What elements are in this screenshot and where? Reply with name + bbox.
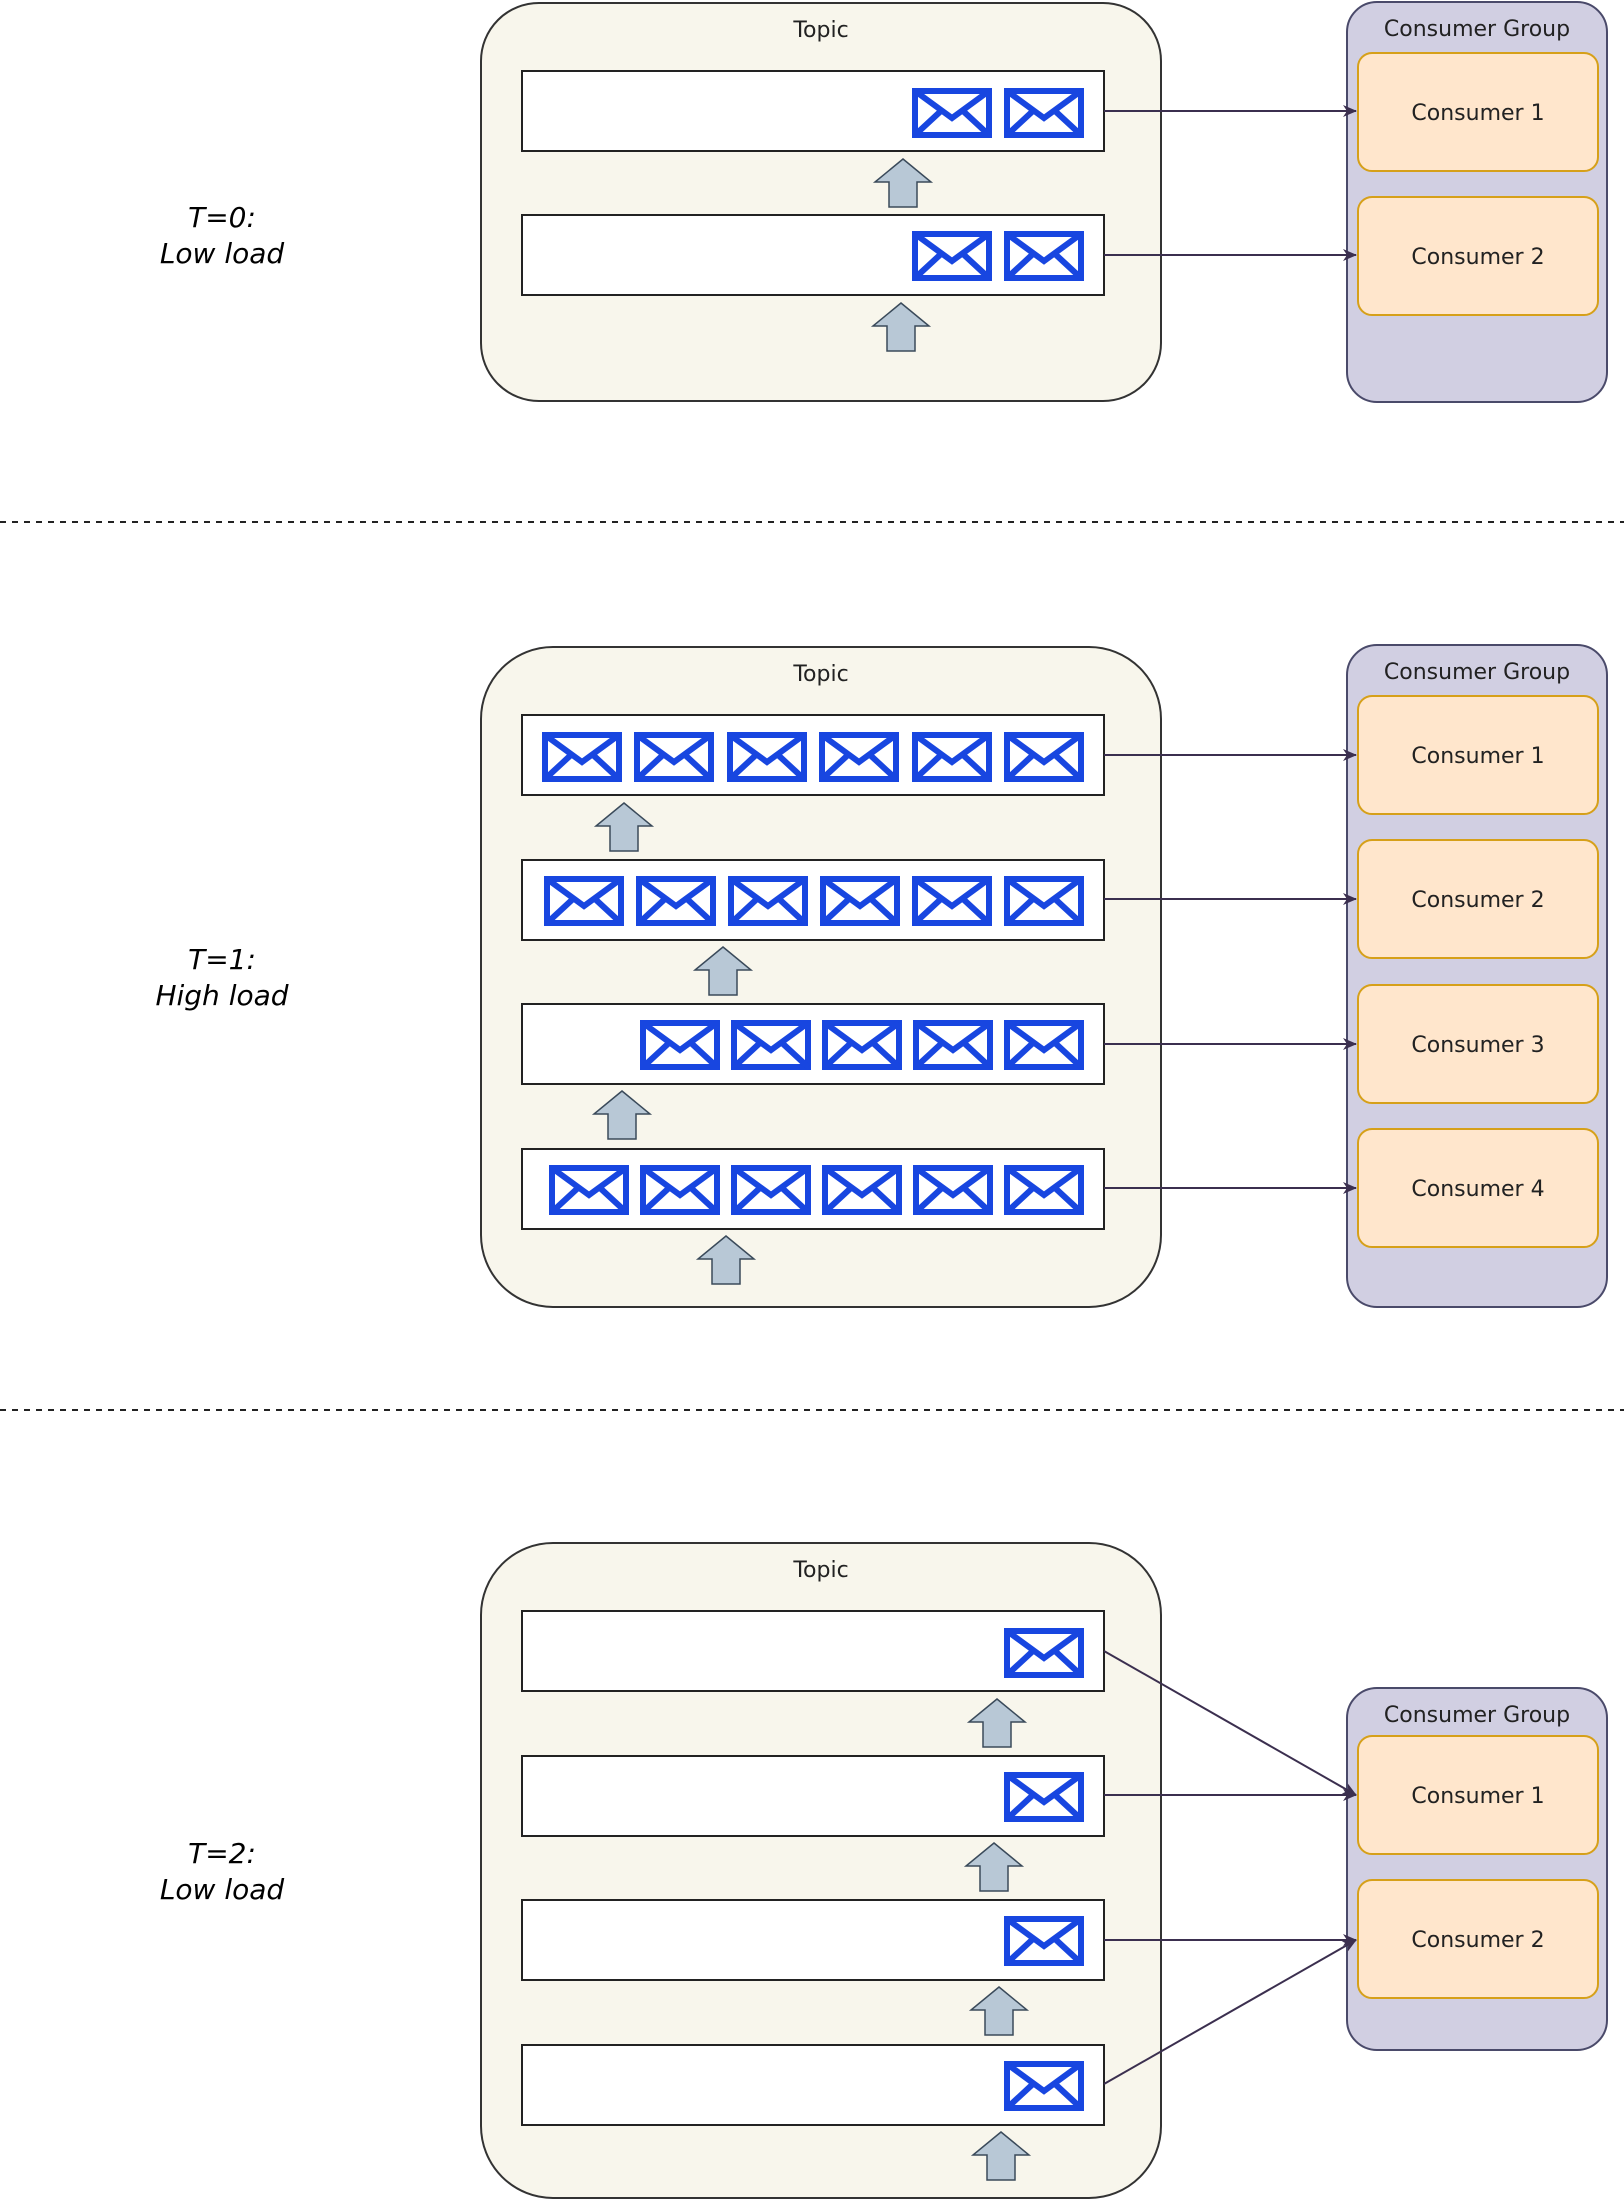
consumer-label: Consumer 2 <box>1411 888 1544 913</box>
consumer-label: Consumer 1 <box>1411 744 1544 769</box>
assignment-arrow <box>1103 1939 1357 2085</box>
consumer-group-title: Consumer Group <box>1384 17 1570 42</box>
envelope-icon <box>915 735 989 779</box>
envelope-icon <box>545 735 619 779</box>
envelope-icon <box>552 1168 626 1212</box>
consumer-box <box>1357 1735 1599 1855</box>
consumer-box <box>1357 196 1599 316</box>
envelope-icon <box>822 735 896 779</box>
up-arrow-icon <box>970 2131 1032 2181</box>
consumer-box <box>1357 839 1599 959</box>
envelope-icon <box>915 234 989 278</box>
topic-box <box>480 2 1162 402</box>
stage-label-t2: T=2: Low load <box>92 1836 352 1908</box>
envelope-icon <box>637 735 711 779</box>
consumer-box <box>1357 1879 1599 1999</box>
envelope-icon <box>731 879 805 923</box>
stage-label-line1: T=1: <box>188 943 256 976</box>
envelope-icon <box>734 1168 808 1212</box>
consumer-group-title: Consumer Group <box>1384 660 1570 685</box>
topic-box <box>480 646 1162 1308</box>
envelope-icon <box>916 1023 990 1067</box>
envelope-icon <box>915 879 989 923</box>
stage-label-t1: T=1: High load <box>92 942 352 1014</box>
up-arrow-icon <box>872 158 934 208</box>
consumer-box <box>1357 695 1599 815</box>
consumer-label: Consumer 1 <box>1411 101 1544 126</box>
envelope-icon <box>1007 91 1081 135</box>
up-arrow-icon <box>966 1698 1028 1748</box>
envelope-icon <box>547 879 621 923</box>
consumer-label: Consumer 2 <box>1411 245 1544 270</box>
consumer-label: Consumer 1 <box>1411 1784 1544 1809</box>
consumer-box <box>1357 52 1599 172</box>
assignment-arrow <box>1103 1650 1357 1796</box>
stage-label-t0: T=0: Low load <box>92 200 352 272</box>
envelope-icon <box>825 1168 899 1212</box>
up-arrow-icon <box>963 1842 1025 1892</box>
envelope-icon <box>734 1023 808 1067</box>
envelope-icon <box>643 1023 717 1067</box>
stage-label-line1: T=2: <box>188 1837 256 1870</box>
consumer-box <box>1357 984 1599 1104</box>
stage-label-line1: T=0: <box>188 201 256 234</box>
up-arrow-icon <box>593 802 655 852</box>
stage-label-line2: Low load <box>159 1873 285 1906</box>
stage-t2: Topic Consumer Group Consumer 1 Consumer… <box>480 1542 1608 2199</box>
stage-t1: Topic Consum <box>480 644 1608 1308</box>
consumer-label: Consumer 2 <box>1411 1928 1544 1953</box>
up-arrow-icon <box>692 946 754 996</box>
envelope-icon <box>639 879 713 923</box>
envelope-icon <box>730 735 804 779</box>
consumer-label: Consumer 3 <box>1411 1033 1544 1058</box>
up-arrow-icon <box>870 302 932 352</box>
up-arrow-icon <box>591 1090 653 1140</box>
envelope-icon <box>823 879 897 923</box>
topic-title: Topic <box>792 1558 848 1583</box>
consumer-label: Consumer 4 <box>1411 1177 1544 1202</box>
envelope-icon <box>915 91 989 135</box>
envelope-icon <box>1007 1919 1081 1963</box>
envelope-icon <box>916 1168 990 1212</box>
envelope-icon <box>1007 1775 1081 1819</box>
envelope-icon <box>1007 1168 1081 1212</box>
envelope-icon <box>1007 1631 1081 1675</box>
envelope-icon <box>1007 735 1081 779</box>
stage-label-line2: Low load <box>159 237 285 270</box>
topic-title: Topic <box>792 18 848 43</box>
consumer-box <box>1357 1128 1599 1248</box>
envelope-icon <box>1007 234 1081 278</box>
up-arrow-icon <box>968 1986 1030 2036</box>
stage-label-line2: High load <box>155 979 289 1012</box>
envelope-icon <box>1007 879 1081 923</box>
topic-title: Topic <box>792 662 848 687</box>
consumer-group-title: Consumer Group <box>1384 1703 1570 1728</box>
up-arrow-icon <box>695 1235 757 1285</box>
envelope-icon <box>1007 2064 1081 2108</box>
envelope-icon <box>1007 1023 1081 1067</box>
stage-t0: Topic Consumer Group Consumer 1 Consumer… <box>480 1 1608 403</box>
envelope-icon <box>825 1023 899 1067</box>
envelope-icon <box>643 1168 717 1212</box>
